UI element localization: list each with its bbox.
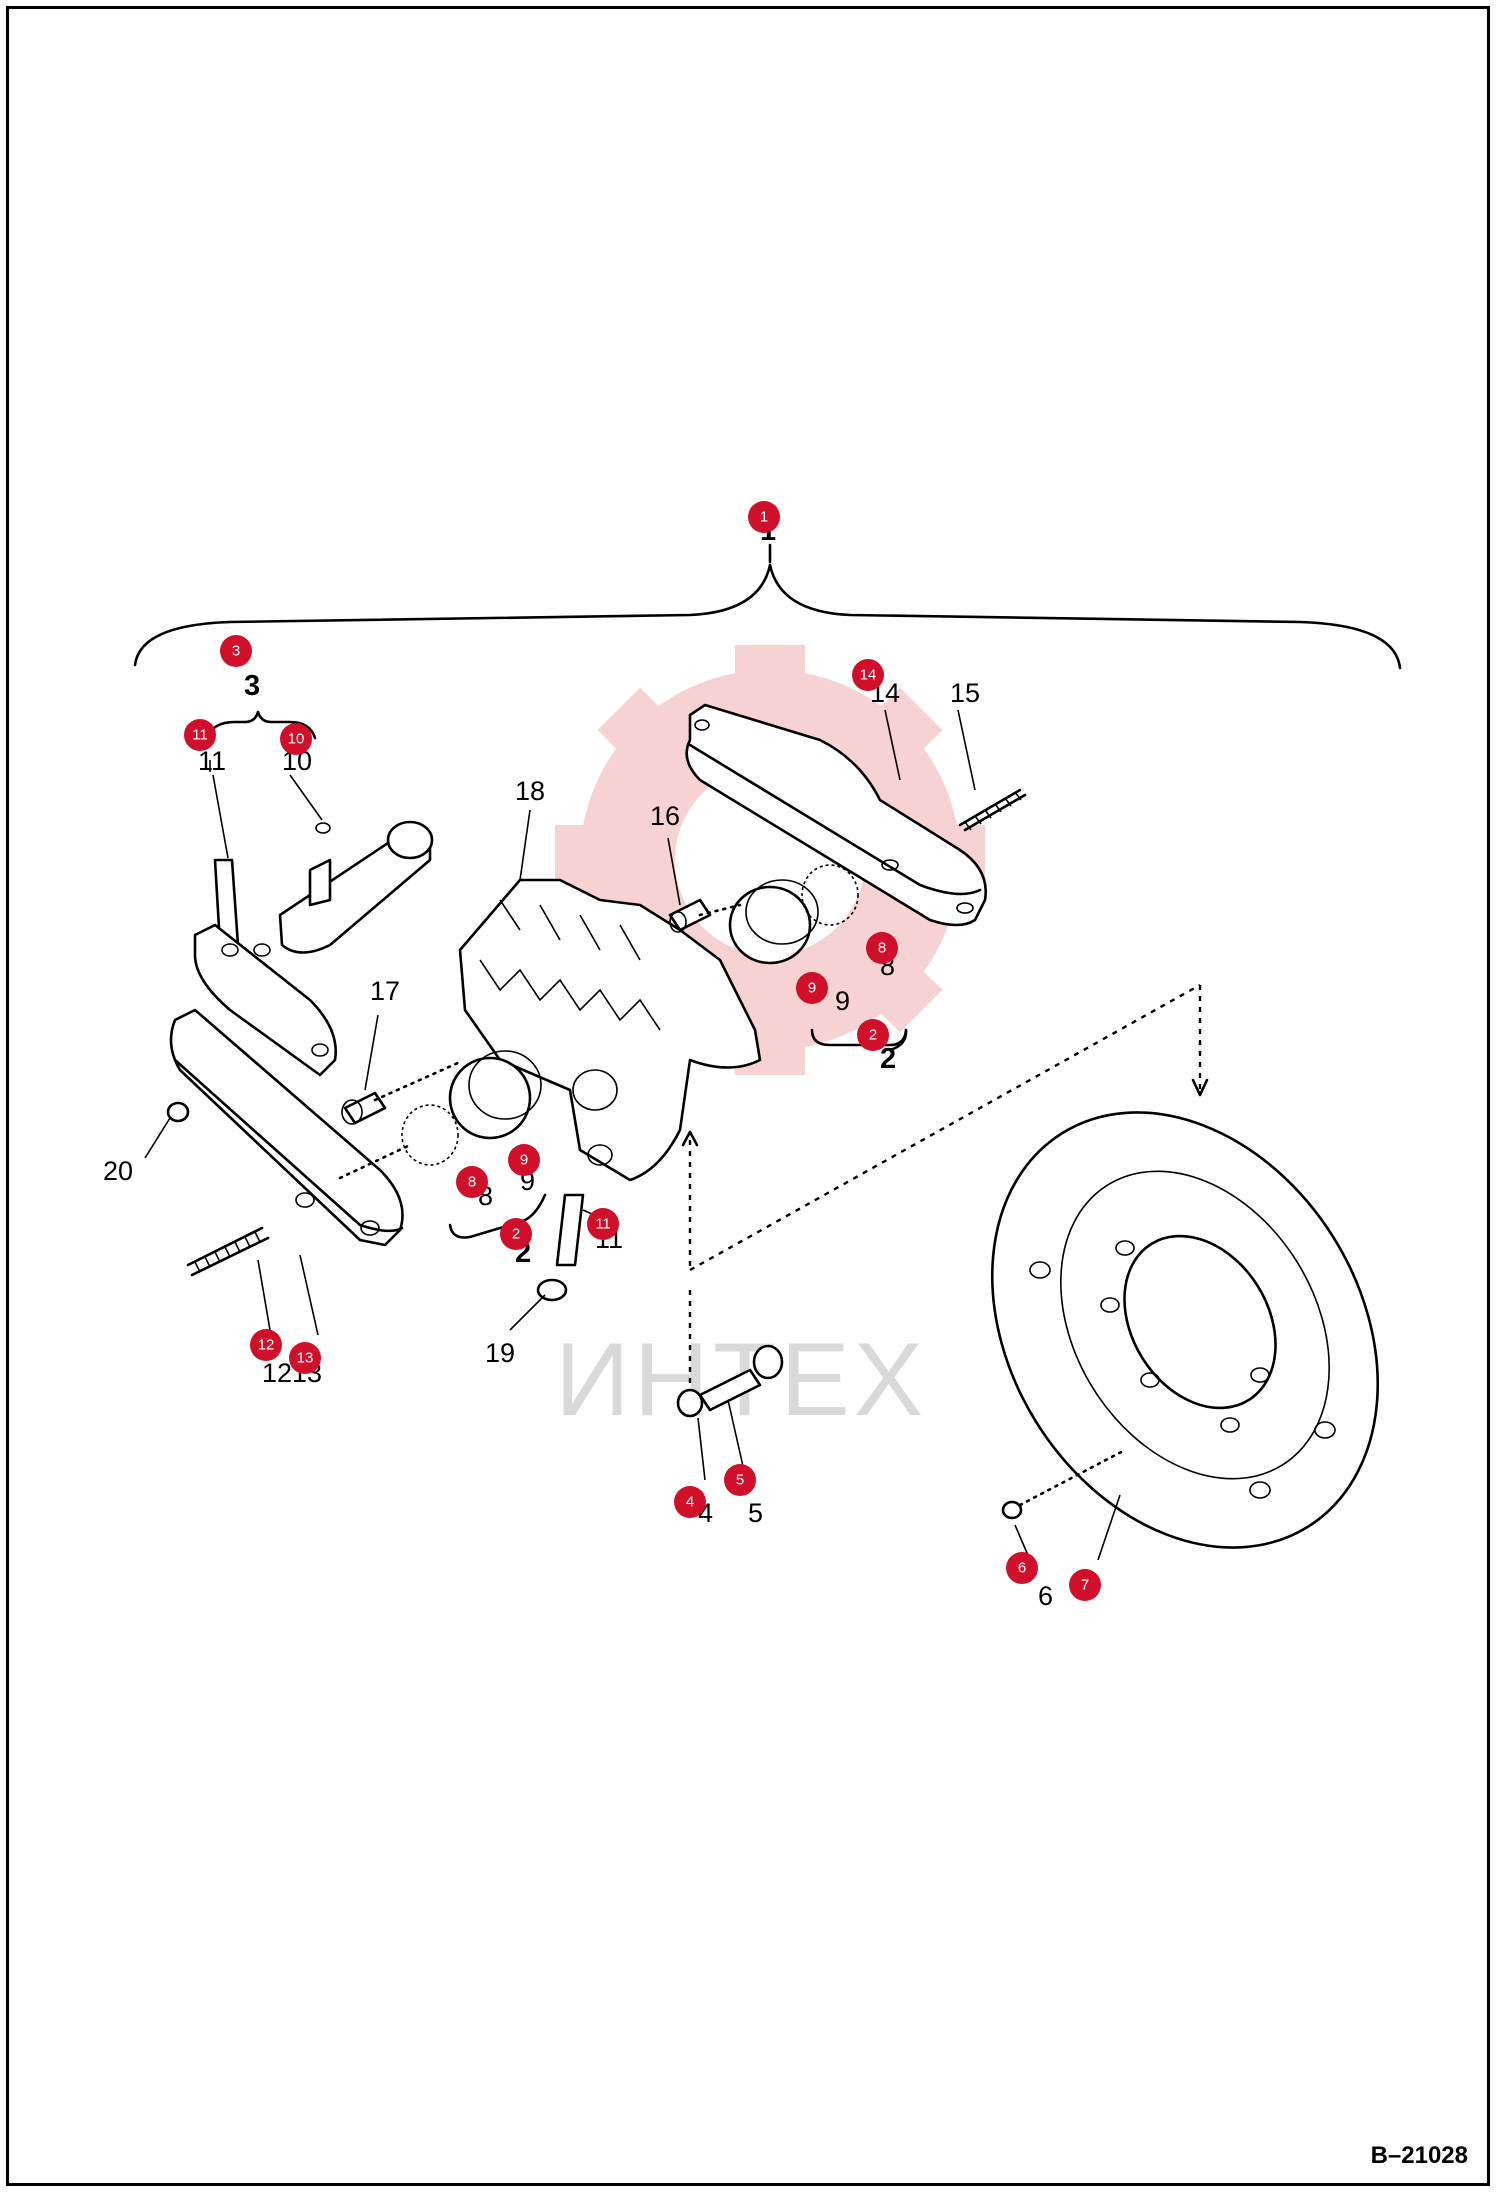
svg-text:5: 5 <box>736 1472 744 1489</box>
svg-text:12: 12 <box>258 1337 275 1354</box>
part-label-18: 18 <box>515 776 545 806</box>
svg-text:2: 2 <box>512 1226 520 1243</box>
callout-6[interactable]: 6 <box>1006 1552 1038 1584</box>
svg-text:1: 1 <box>760 509 768 526</box>
svg-text:13: 13 <box>297 1350 314 1367</box>
callout-2-upper[interactable]: 2 <box>857 1019 889 1051</box>
callout-2-lower[interactable]: 2 <box>500 1218 532 1250</box>
leader-line <box>144 1117 171 1159</box>
leader-line <box>364 1014 379 1091</box>
part-label-17: 17 <box>370 976 400 1006</box>
callout-13[interactable]: 13 <box>289 1342 321 1374</box>
part-label-5: 5 <box>748 1498 763 1528</box>
leader-line <box>667 837 681 906</box>
callout-1[interactable]: 1 <box>748 501 780 533</box>
spring-lower <box>186 1226 270 1277</box>
leader-line <box>519 809 531 881</box>
assembly-guide-line <box>698 903 742 917</box>
spring-upper <box>958 788 1027 832</box>
part-label-16: 16 <box>650 801 680 831</box>
leader-line <box>697 1417 706 1481</box>
svg-text:11: 11 <box>595 1216 611 1233</box>
piston-lower <box>401 1050 542 1166</box>
watermark-gear-tooth <box>735 645 805 705</box>
callout-8-upper[interactable]: 8 <box>866 932 898 964</box>
callout-9-upper[interactable]: 9 <box>796 972 828 1004</box>
bolt-17 <box>341 1091 387 1125</box>
svg-text:11: 11 <box>192 727 208 744</box>
assembly-brace-1 <box>133 563 1402 670</box>
pin-lower <box>555 1193 585 1267</box>
svg-text:9: 9 <box>808 980 816 997</box>
drawing-reference-code: B–21028 <box>1370 2142 1468 2169</box>
callout-11-lower[interactable]: 11 <box>587 1208 619 1240</box>
leader-line <box>289 774 323 821</box>
assembly-guide-line <box>689 983 1201 1272</box>
leader-line <box>884 709 901 781</box>
callout-12[interactable]: 12 <box>250 1329 282 1361</box>
callout-7[interactable]: 7 <box>1069 1569 1101 1601</box>
svg-text:4: 4 <box>686 1494 694 1511</box>
caliper-bracket-upper <box>685 703 988 927</box>
part-label-20: 20 <box>103 1156 133 1186</box>
callout-10[interactable]: 10 <box>280 723 312 755</box>
part-label-9-upper: 9 <box>835 986 850 1016</box>
caliper-bracket-lower <box>169 923 404 1247</box>
callout-14[interactable]: 14 <box>852 659 884 691</box>
part-label-11-upper: 11 <box>198 746 226 776</box>
piston-upper <box>728 864 859 965</box>
part-label-6: 6 <box>1038 1581 1053 1611</box>
part-label-2-upper: 2 <box>880 1043 896 1075</box>
callout-11-upper[interactable]: 11 <box>184 719 216 751</box>
leader-line <box>1097 1494 1121 1561</box>
svg-text:3: 3 <box>232 643 240 660</box>
callout-8-lower[interactable]: 8 <box>456 1166 488 1198</box>
svg-text:7: 7 <box>1081 1577 1089 1594</box>
svg-text:8: 8 <box>468 1174 476 1191</box>
svg-text:14: 14 <box>860 667 877 684</box>
lever-assembly <box>278 820 434 954</box>
svg-text:9: 9 <box>520 1152 528 1169</box>
brake-disc <box>990 1111 1380 1549</box>
leader-line <box>509 1294 546 1331</box>
watermark-gear-tooth <box>597 687 683 773</box>
callout-3[interactable]: 3 <box>220 635 252 667</box>
svg-text:6: 6 <box>1018 1560 1026 1577</box>
leader-line <box>957 709 976 791</box>
part-label-15: 15 <box>950 678 980 708</box>
assembly-brace-3 <box>206 710 317 740</box>
part-label-3: 3 <box>244 670 260 702</box>
leader-line <box>299 1254 319 1336</box>
leader-line <box>727 1399 746 1476</box>
washer-20 <box>166 1101 190 1123</box>
svg-text:2: 2 <box>869 1027 877 1044</box>
group-brace-2-upper <box>810 1028 908 1052</box>
assembly-guide-line <box>373 1060 462 1102</box>
watermark-gear-tooth <box>857 687 943 773</box>
callout-5[interactable]: 5 <box>724 1464 756 1496</box>
watermark-gear-tooth <box>857 947 943 1033</box>
assembly-guide-line <box>1018 1448 1127 1507</box>
leader-line <box>212 774 229 859</box>
caliper-body <box>458 878 762 1182</box>
callout-4[interactable]: 4 <box>674 1486 706 1518</box>
svg-text:10: 10 <box>288 731 305 748</box>
leader-line <box>257 1259 271 1331</box>
bolt-5 <box>676 1344 784 1418</box>
screw-6 <box>1001 1500 1023 1520</box>
arrow-head <box>681 1130 699 1147</box>
assembly-guide-line <box>338 1143 412 1180</box>
part-label-19: 19 <box>485 1338 515 1368</box>
svg-text:8: 8 <box>878 940 886 957</box>
arrow-head <box>1191 1078 1209 1097</box>
bolt-16 <box>668 898 712 933</box>
group-brace-2-lower <box>448 1193 547 1239</box>
callout-9-lower[interactable]: 9 <box>508 1144 540 1176</box>
